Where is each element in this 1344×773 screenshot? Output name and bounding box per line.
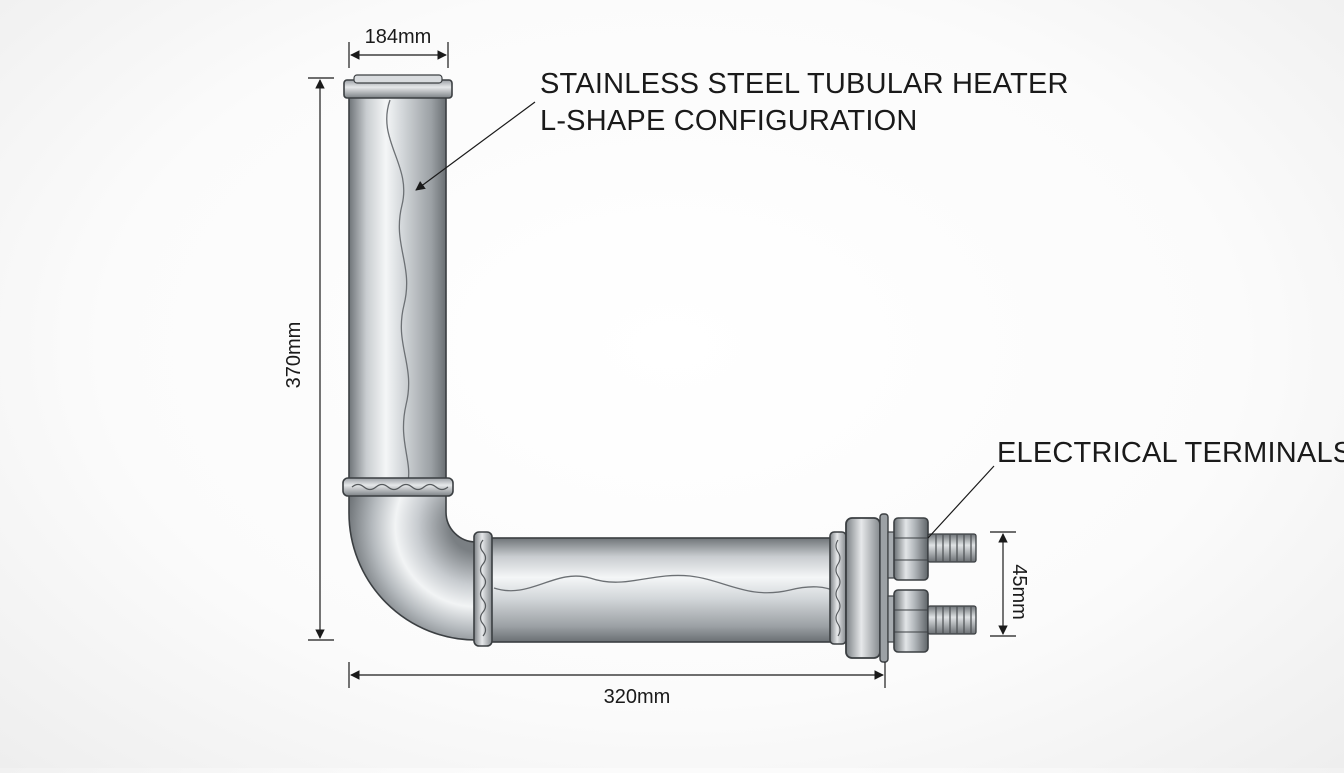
title-callout: STAINLESS STEEL TUBULAR HEATER L-SHAPE C… — [415, 68, 1069, 191]
terminals-callout: ELECTRICAL TERMINALS — [927, 437, 1344, 539]
top-width-dimension — [348, 42, 449, 68]
terminal-spacing-dimension — [990, 531, 1016, 637]
top-width-label: 184mm — [365, 26, 432, 48]
horizontal-length-label: 320mm — [604, 686, 671, 708]
terminal-collar — [829, 531, 847, 645]
title-line-1: STAINLESS STEEL TUBULAR HEATER — [540, 68, 1069, 100]
internal-coil-vertical — [386, 99, 410, 483]
upper-electrical-terminal — [887, 517, 977, 581]
horizontal-tube — [479, 537, 843, 643]
title-line-2: L-SHAPE CONFIGURATION — [540, 105, 917, 137]
elbow-bend — [348, 489, 481, 641]
horizontal-length-dimension — [348, 662, 886, 688]
terminal-spacing-label: 45mm — [1008, 564, 1030, 620]
vertical-tube — [348, 93, 447, 491]
lower-electrical-terminal — [887, 589, 977, 653]
top-end-cap — [343, 74, 453, 99]
terminal-flange — [845, 513, 889, 663]
vertical-weld-band — [342, 477, 454, 497]
vertical-length-dimension — [308, 77, 334, 641]
horizontal-weld-band — [473, 531, 493, 647]
internal-coil-horizontal — [493, 574, 837, 594]
vertical-length-label: 370mm — [283, 322, 305, 389]
terminals-label: ELECTRICAL TERMINALS — [997, 437, 1344, 469]
